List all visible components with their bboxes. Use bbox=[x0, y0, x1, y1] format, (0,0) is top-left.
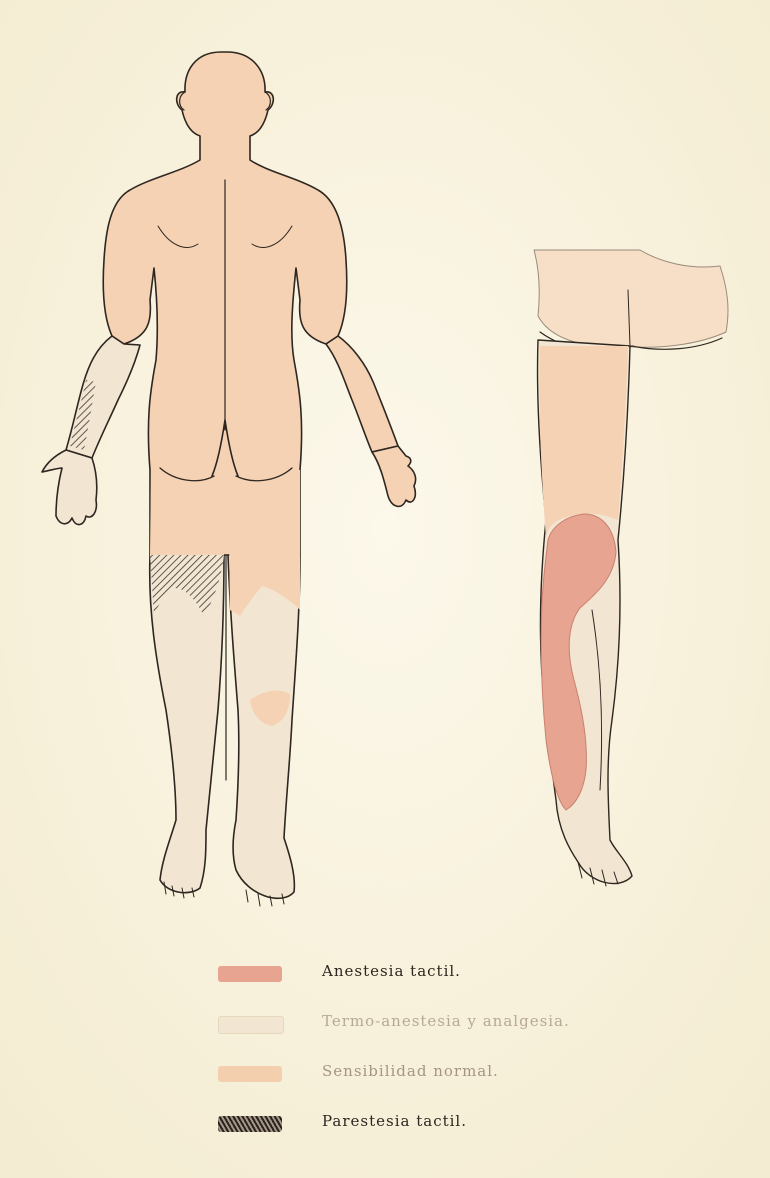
left-thigh-skin bbox=[150, 470, 224, 555]
legend-swatch-termo bbox=[218, 1016, 284, 1034]
legend-swatch-parestesia bbox=[218, 1116, 282, 1132]
legend-label-termo: Termo-anestesia y analgesia. bbox=[322, 1012, 570, 1030]
legend-item-termo: Termo-anestesia y analgesia. bbox=[218, 1010, 698, 1040]
legend-label-parestesia: Parestesia tactil. bbox=[322, 1112, 467, 1130]
legend-swatch-normal bbox=[218, 1066, 282, 1082]
legend-item-normal: Sensibilidad normal. bbox=[218, 1060, 698, 1090]
legend-item-anestesia: Anestesia tactil. bbox=[218, 960, 698, 990]
legend-swatch-anestesia bbox=[218, 966, 282, 982]
legend-label-anestesia: Anestesia tactil. bbox=[322, 962, 461, 980]
thigh-skin bbox=[539, 346, 628, 540]
legend-item-parestesia: Parestesia tactil. bbox=[218, 1110, 698, 1140]
legend-label-normal: Sensibilidad normal. bbox=[322, 1062, 499, 1080]
